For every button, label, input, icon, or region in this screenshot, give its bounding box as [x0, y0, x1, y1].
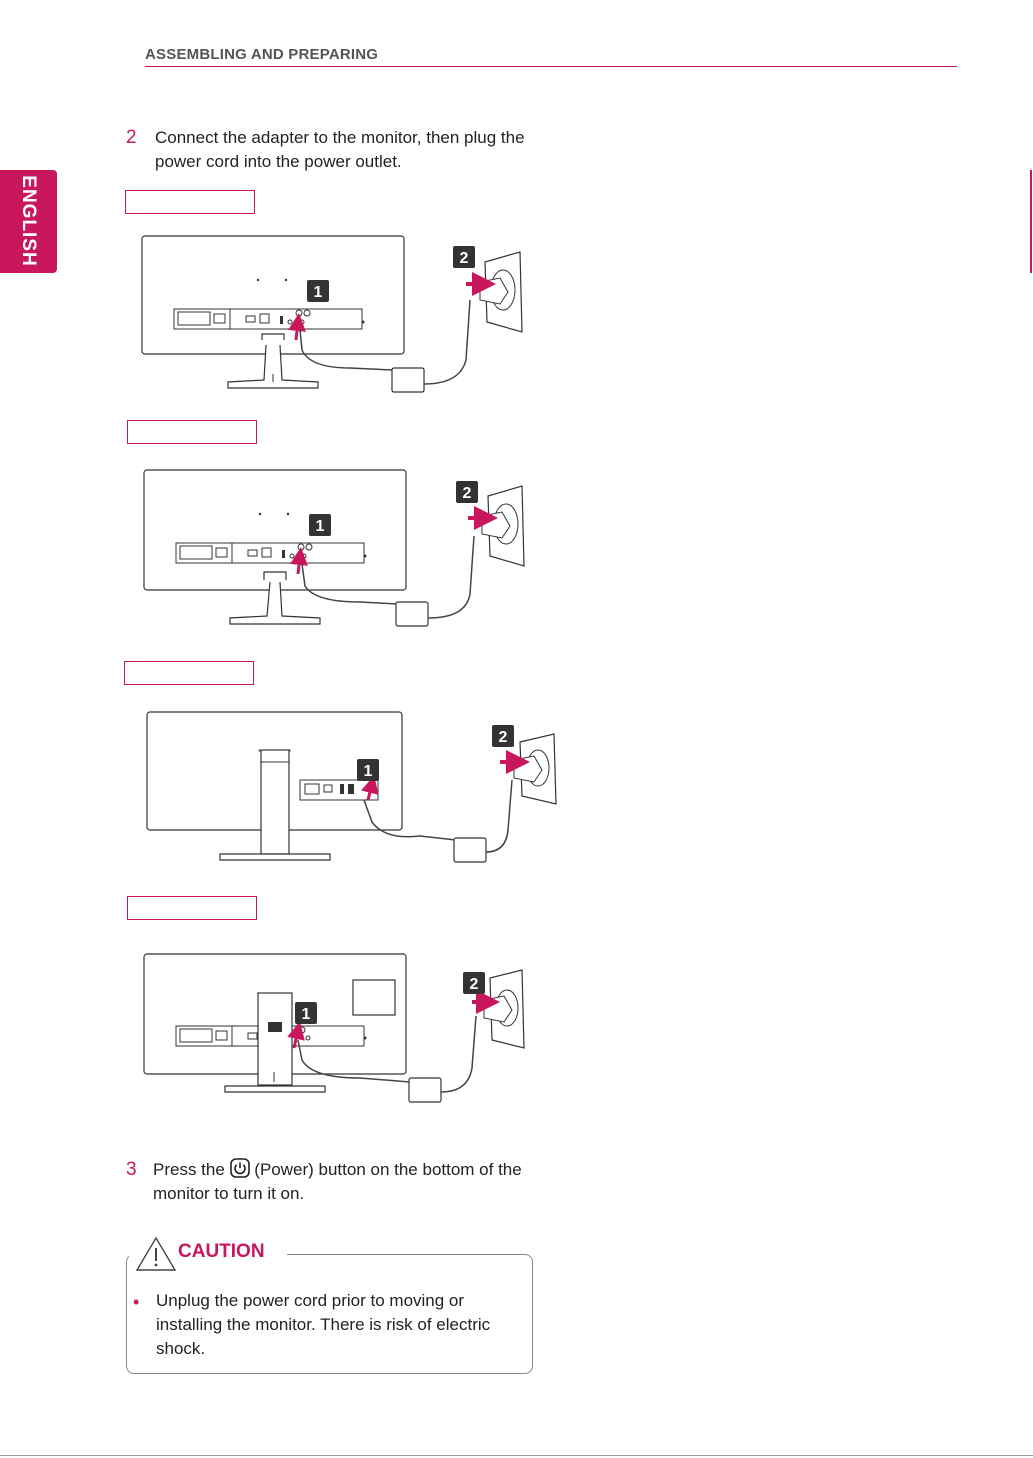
- power-icon: [229, 1158, 250, 1178]
- model-label-box-1: [125, 190, 255, 214]
- callout-number: 1: [302, 1006, 311, 1023]
- callout-number: 1: [314, 284, 323, 301]
- step-text-before: Press the: [153, 1160, 225, 1179]
- section-title: ASSEMBLING AND PREPARING: [145, 46, 379, 63]
- footer-rule: [0, 1455, 1033, 1456]
- figure-1-wall-outlet: [466, 251, 523, 333]
- callout-number: 2: [470, 976, 479, 993]
- warning-triangle-icon: [135, 1236, 177, 1271]
- model-label-box-2: [127, 420, 257, 444]
- figure-2-monitor-back: [143, 469, 475, 627]
- callout-number: 2: [499, 729, 508, 746]
- figure-2-wall-outlet: [468, 485, 525, 567]
- figure-4-monitor-back: [143, 953, 477, 1103]
- figure-3-wall-outlet: [500, 733, 557, 805]
- svg-text:*: *: [288, 748, 291, 757]
- callout-number: 1: [316, 518, 325, 535]
- caution-item: Unplug the power cord prior to moving or…: [156, 1291, 491, 1358]
- header-rule: [145, 66, 957, 67]
- step-text: Press the (Power) button on the bottom o…: [153, 1158, 533, 1206]
- figure-3-callout-2: 2: [492, 725, 514, 747]
- callout-number: 1: [364, 763, 373, 780]
- figure-3-callout-1: 1: [357, 759, 379, 781]
- step-text-after: (Power) button on the bottom of the moni…: [153, 1160, 522, 1203]
- step-3: 3 Press the (Power) button on the bottom…: [126, 1158, 536, 1208]
- step-2: 2 Connect the adapter to the monitor, th…: [126, 126, 536, 176]
- callout-number: 2: [460, 250, 469, 267]
- figure-2-callout-1: 1: [309, 514, 331, 536]
- figure-2-callout-2: 2: [456, 481, 478, 503]
- figure-1-monitor-back: [141, 235, 471, 393]
- callout-number: 2: [463, 485, 472, 502]
- step-number: 3: [126, 1159, 137, 1180]
- step-text: Connect the adapter to the monitor, then…: [155, 128, 525, 171]
- caution-bullet: •: [133, 1292, 140, 1312]
- caution-title: CAUTION: [178, 1241, 265, 1262]
- figure-1-callout-1: 1: [307, 280, 329, 302]
- svg-text:*: *: [258, 748, 261, 757]
- model-label-box-3: [124, 661, 254, 685]
- step-number: 2: [126, 127, 137, 148]
- figure-4-wall-outlet: [472, 969, 525, 1049]
- figure-1-callout-2: 2: [453, 246, 475, 268]
- edge-marker: [1030, 170, 1032, 273]
- figure-4-callout-1: 1: [295, 1002, 317, 1024]
- figure-4-callout-2: 2: [463, 972, 485, 994]
- model-label-box-4: [127, 896, 257, 920]
- language-tab: ENGLISH: [0, 170, 57, 273]
- figure-3-monitor-back: * *: [146, 711, 513, 863]
- caution-box: [126, 1254, 533, 1374]
